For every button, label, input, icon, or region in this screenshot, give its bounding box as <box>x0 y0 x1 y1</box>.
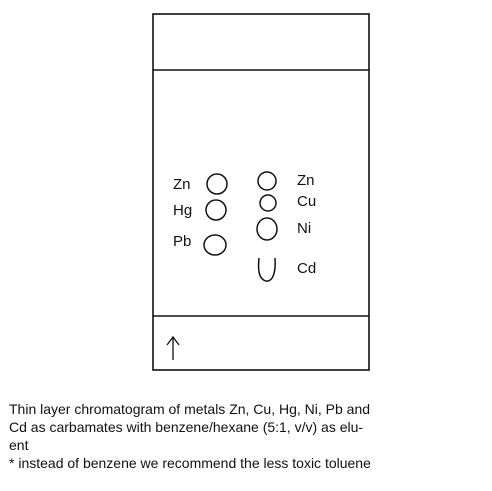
left-spot-pb: Pb <box>173 233 227 256</box>
spot-label: Zn <box>297 172 315 189</box>
spot-label: Cd <box>297 260 316 277</box>
spot-label: Hg <box>173 202 192 219</box>
right-spot-ni: Ni <box>256 217 311 241</box>
spot-label: Cu <box>297 193 316 210</box>
spot <box>203 234 227 256</box>
spot-label: Pb <box>173 233 191 250</box>
caption-line: ent <box>9 437 29 453</box>
tlc-plate-diagram: ↑ Zn Hg Pb Zn Cu Ni Cd <box>0 0 370 371</box>
left-spot-zn: Zn <box>173 173 228 195</box>
spot <box>206 173 228 195</box>
spot <box>257 257 276 282</box>
spot <box>257 171 277 191</box>
caption-line: Thin layer chromatogram of metals Zn, Cu… <box>9 401 371 417</box>
caption-line: Cd as carbamates with benzene/hexane (5:… <box>9 419 364 435</box>
figure-caption: Thin layer chromatogram of metals Zn, Cu… <box>9 400 489 472</box>
left-lane: Zn Hg Pb <box>173 173 228 256</box>
left-spot-hg: Hg <box>173 199 227 221</box>
plate-outline <box>152 13 370 371</box>
spot <box>256 217 278 241</box>
elution-direction-arrow-icon <box>166 335 180 360</box>
spot-label: Ni <box>297 220 311 237</box>
direction-arrow-text: ↑ <box>0 0 1 1</box>
right-spot-zn: Zn <box>257 171 315 191</box>
right-spot-cd: Cd <box>257 257 316 282</box>
right-spot-cu: Cu <box>259 193 316 212</box>
spot <box>205 199 227 221</box>
caption-line: * instead of benzene we recommend the le… <box>9 455 371 471</box>
spot-label: Zn <box>173 176 191 193</box>
right-lane: Zn Cu Ni Cd <box>256 171 316 282</box>
spot <box>259 194 277 212</box>
